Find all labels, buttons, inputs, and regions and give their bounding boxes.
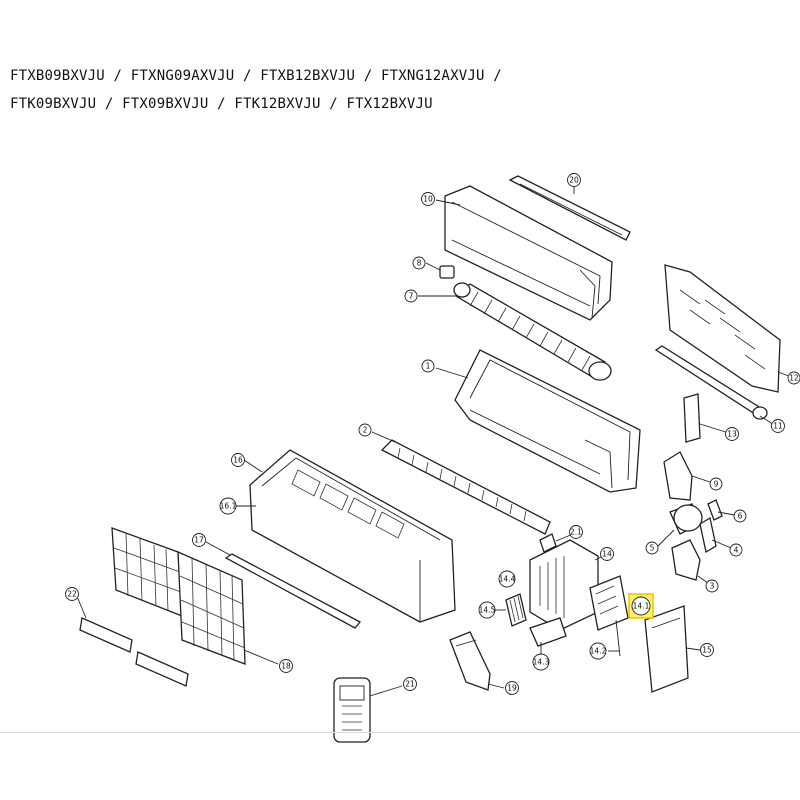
svg-text:4: 4	[734, 546, 739, 555]
part-crossflow-fan	[453, 282, 612, 381]
svg-text:2.1: 2.1	[570, 528, 582, 537]
callout-6: 6	[733, 509, 747, 523]
callout-14-3: 14.3	[532, 653, 550, 671]
svg-text:14.4: 14.4	[499, 575, 516, 584]
callout-15: 15	[700, 643, 714, 657]
callout-14: 14	[600, 547, 614, 561]
part-thin-strip	[224, 553, 362, 629]
svg-text:19: 19	[507, 684, 517, 693]
callout-22: 22	[65, 587, 79, 601]
callout-14-2: 14.2	[589, 642, 607, 660]
part-pcb	[589, 575, 629, 657]
callout-14-5: 14.5	[478, 601, 496, 619]
part-motor-cover	[663, 451, 693, 501]
svg-text:14.3: 14.3	[533, 658, 550, 667]
callout-2-1: 2.1	[569, 525, 583, 539]
callout-19: 19	[505, 681, 519, 695]
callout-11: 11	[771, 419, 785, 433]
callout-9: 9	[709, 477, 723, 491]
svg-text:16.1: 16.1	[220, 502, 237, 511]
svg-text:6: 6	[738, 512, 743, 521]
svg-text:14.5: 14.5	[479, 606, 496, 615]
svg-text:21: 21	[405, 680, 415, 689]
svg-text:3: 3	[710, 582, 715, 591]
part-pipe	[654, 345, 768, 420]
callout-21: 21	[403, 677, 417, 691]
part-front-panel	[444, 185, 613, 321]
part-filter-strips	[79, 617, 189, 687]
part-motor-lower-cover	[671, 539, 701, 581]
callout-20: 20	[567, 173, 581, 187]
part-control-cover	[449, 631, 491, 691]
part-small-bracket	[529, 617, 567, 647]
part-fan-coupling	[439, 265, 455, 279]
part-fan-motor	[669, 503, 703, 535]
svg-text:11: 11	[773, 422, 783, 431]
part-top-strip	[508, 175, 631, 241]
part-terminal-block	[505, 593, 527, 627]
svg-text:9: 9	[714, 480, 719, 489]
part-bracket	[683, 393, 701, 443]
svg-text:14.1: 14.1	[633, 602, 650, 611]
callout-3: 3	[705, 579, 719, 593]
callout-2: 2	[358, 423, 372, 437]
svg-text:2: 2	[363, 426, 368, 435]
svg-text:22: 22	[67, 590, 77, 599]
svg-text:5: 5	[650, 544, 655, 553]
svg-text:13: 13	[727, 430, 737, 439]
callout-18: 18	[279, 659, 293, 673]
callout-14-1-highlighted: 14.1	[628, 593, 654, 619]
part-air-filters	[111, 527, 246, 665]
part-remote-controller	[333, 677, 371, 743]
bottom-divider	[0, 732, 800, 733]
callout-12: 12	[787, 371, 800, 385]
callout-10: 10	[421, 192, 435, 206]
part-mounting-plate	[664, 264, 781, 393]
callout-1: 1	[421, 359, 435, 373]
svg-text:20: 20	[569, 176, 579, 185]
part-electrical-box	[529, 533, 599, 631]
svg-text:17: 17	[194, 536, 204, 545]
callout-14-4: 14.4	[498, 570, 516, 588]
part-motor-clip-upper	[707, 499, 723, 521]
part-side-cover	[644, 605, 689, 693]
svg-text:12: 12	[789, 374, 799, 383]
part-motor-clip-lower	[699, 516, 717, 554]
model-list-line-2: FTK09BXVJU / FTX09BXVJU / FTK12BXVJU / F…	[10, 96, 433, 112]
svg-text:10: 10	[423, 195, 433, 204]
callout-16-1: 16.1	[219, 497, 237, 515]
callout-8: 8	[412, 256, 426, 270]
callout-13: 13	[725, 427, 739, 441]
svg-text:16: 16	[233, 456, 243, 465]
callout-7: 7	[404, 289, 418, 303]
svg-text:14.2: 14.2	[590, 647, 607, 656]
model-list-line-1: FTXB09BXVJU / FTXNG09AXVJU / FTXB12BXVJU…	[10, 68, 502, 84]
svg-text:1: 1	[426, 362, 431, 371]
callout-4: 4	[729, 543, 743, 557]
svg-text:7: 7	[409, 292, 414, 301]
part-louver-assembly	[380, 439, 551, 535]
svg-text:18: 18	[281, 662, 291, 671]
part-front-grille	[249, 449, 456, 623]
callout-17: 17	[192, 533, 206, 547]
callout-16: 16	[231, 453, 245, 467]
svg-text:8: 8	[417, 259, 422, 268]
svg-text:14: 14	[602, 550, 612, 559]
svg-text:15: 15	[702, 646, 712, 655]
part-main-chassis	[454, 349, 641, 493]
callout-5: 5	[645, 541, 659, 555]
leader-lines	[75, 186, 795, 697]
